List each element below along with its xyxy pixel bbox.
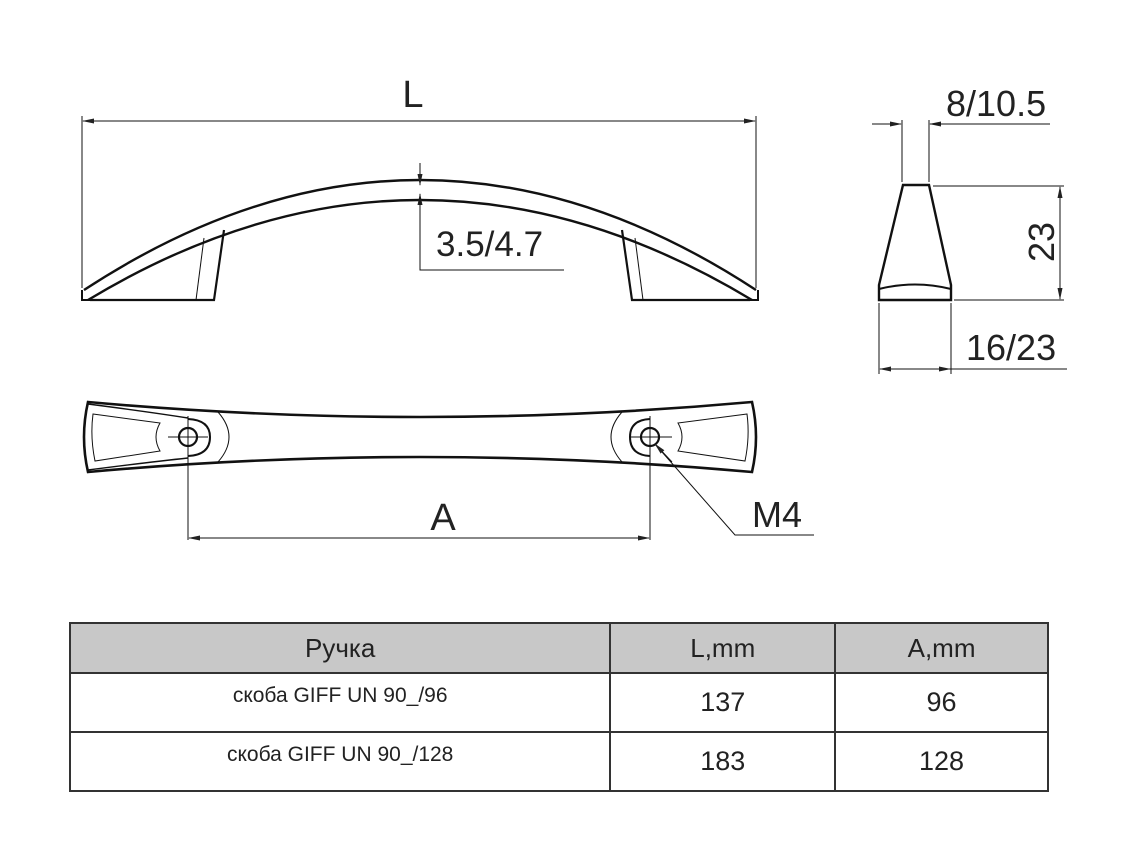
- handle-end-left: [81, 290, 90, 301]
- header-length: L,mm: [609, 622, 837, 674]
- thickness-leader: [419, 194, 564, 271]
- leg-left-edge: [195, 237, 205, 301]
- handle-outline: [82, 400, 758, 474]
- header-handle: Ручка: [68, 622, 612, 674]
- leg-right-edge: [634, 237, 644, 301]
- cell-spacing: 128: [834, 731, 1049, 792]
- leg-left: [90, 229, 226, 302]
- cell-name: скоба GIFF UN 90_/96: [68, 672, 612, 733]
- side-view: [81, 116, 759, 302]
- thickness-label: 3.5/4.7: [436, 225, 543, 264]
- table-row: скоба GIFF UN 90_/96 137 96: [68, 672, 1049, 733]
- top-width-label: 8/10.5: [946, 83, 1046, 124]
- profile-base-curve: [878, 283, 952, 290]
- outline-inner-left-bottom: [87, 457, 189, 471]
- thread-leader-arrow: [654, 443, 673, 463]
- boss-right-arc: [610, 411, 623, 463]
- recess-left: [91, 413, 161, 462]
- handle-end-right: [750, 290, 759, 301]
- cell-length: 183: [609, 731, 837, 792]
- leg-right: [620, 229, 750, 302]
- hole-spacing-label: A: [430, 497, 456, 539]
- outline-inner-left-top: [87, 403, 189, 419]
- cell-length: 137: [609, 672, 837, 733]
- header-spacing: A,mm: [834, 622, 1049, 674]
- boss-left-arc: [217, 411, 230, 463]
- spec-table: Ручка L,mm A,mm скоба GIFF UN 90_/96 137…: [68, 622, 1049, 792]
- end-view: [872, 120, 1067, 374]
- thread-label: M4: [752, 494, 802, 535]
- boss-left: [187, 418, 212, 457]
- recess-right: [677, 413, 749, 462]
- height-label: 23: [1021, 222, 1062, 262]
- profile-outline: [877, 183, 953, 302]
- table-row: скоба GIFF UN 90_/128 183 128: [68, 731, 1049, 792]
- table-header-row: Ручка L,mm A,mm: [68, 622, 1049, 674]
- technical-drawing: L 3.5/4.7 8/10.5 23 16/23: [81, 74, 1067, 541]
- length-label: L: [402, 74, 423, 116]
- thread-leader: [654, 443, 814, 536]
- cell-name: скоба GIFF UN 90_/128: [68, 731, 612, 792]
- bottom-width-label: 16/23: [966, 327, 1056, 368]
- top-view: [82, 400, 814, 541]
- cell-spacing: 96: [834, 672, 1049, 733]
